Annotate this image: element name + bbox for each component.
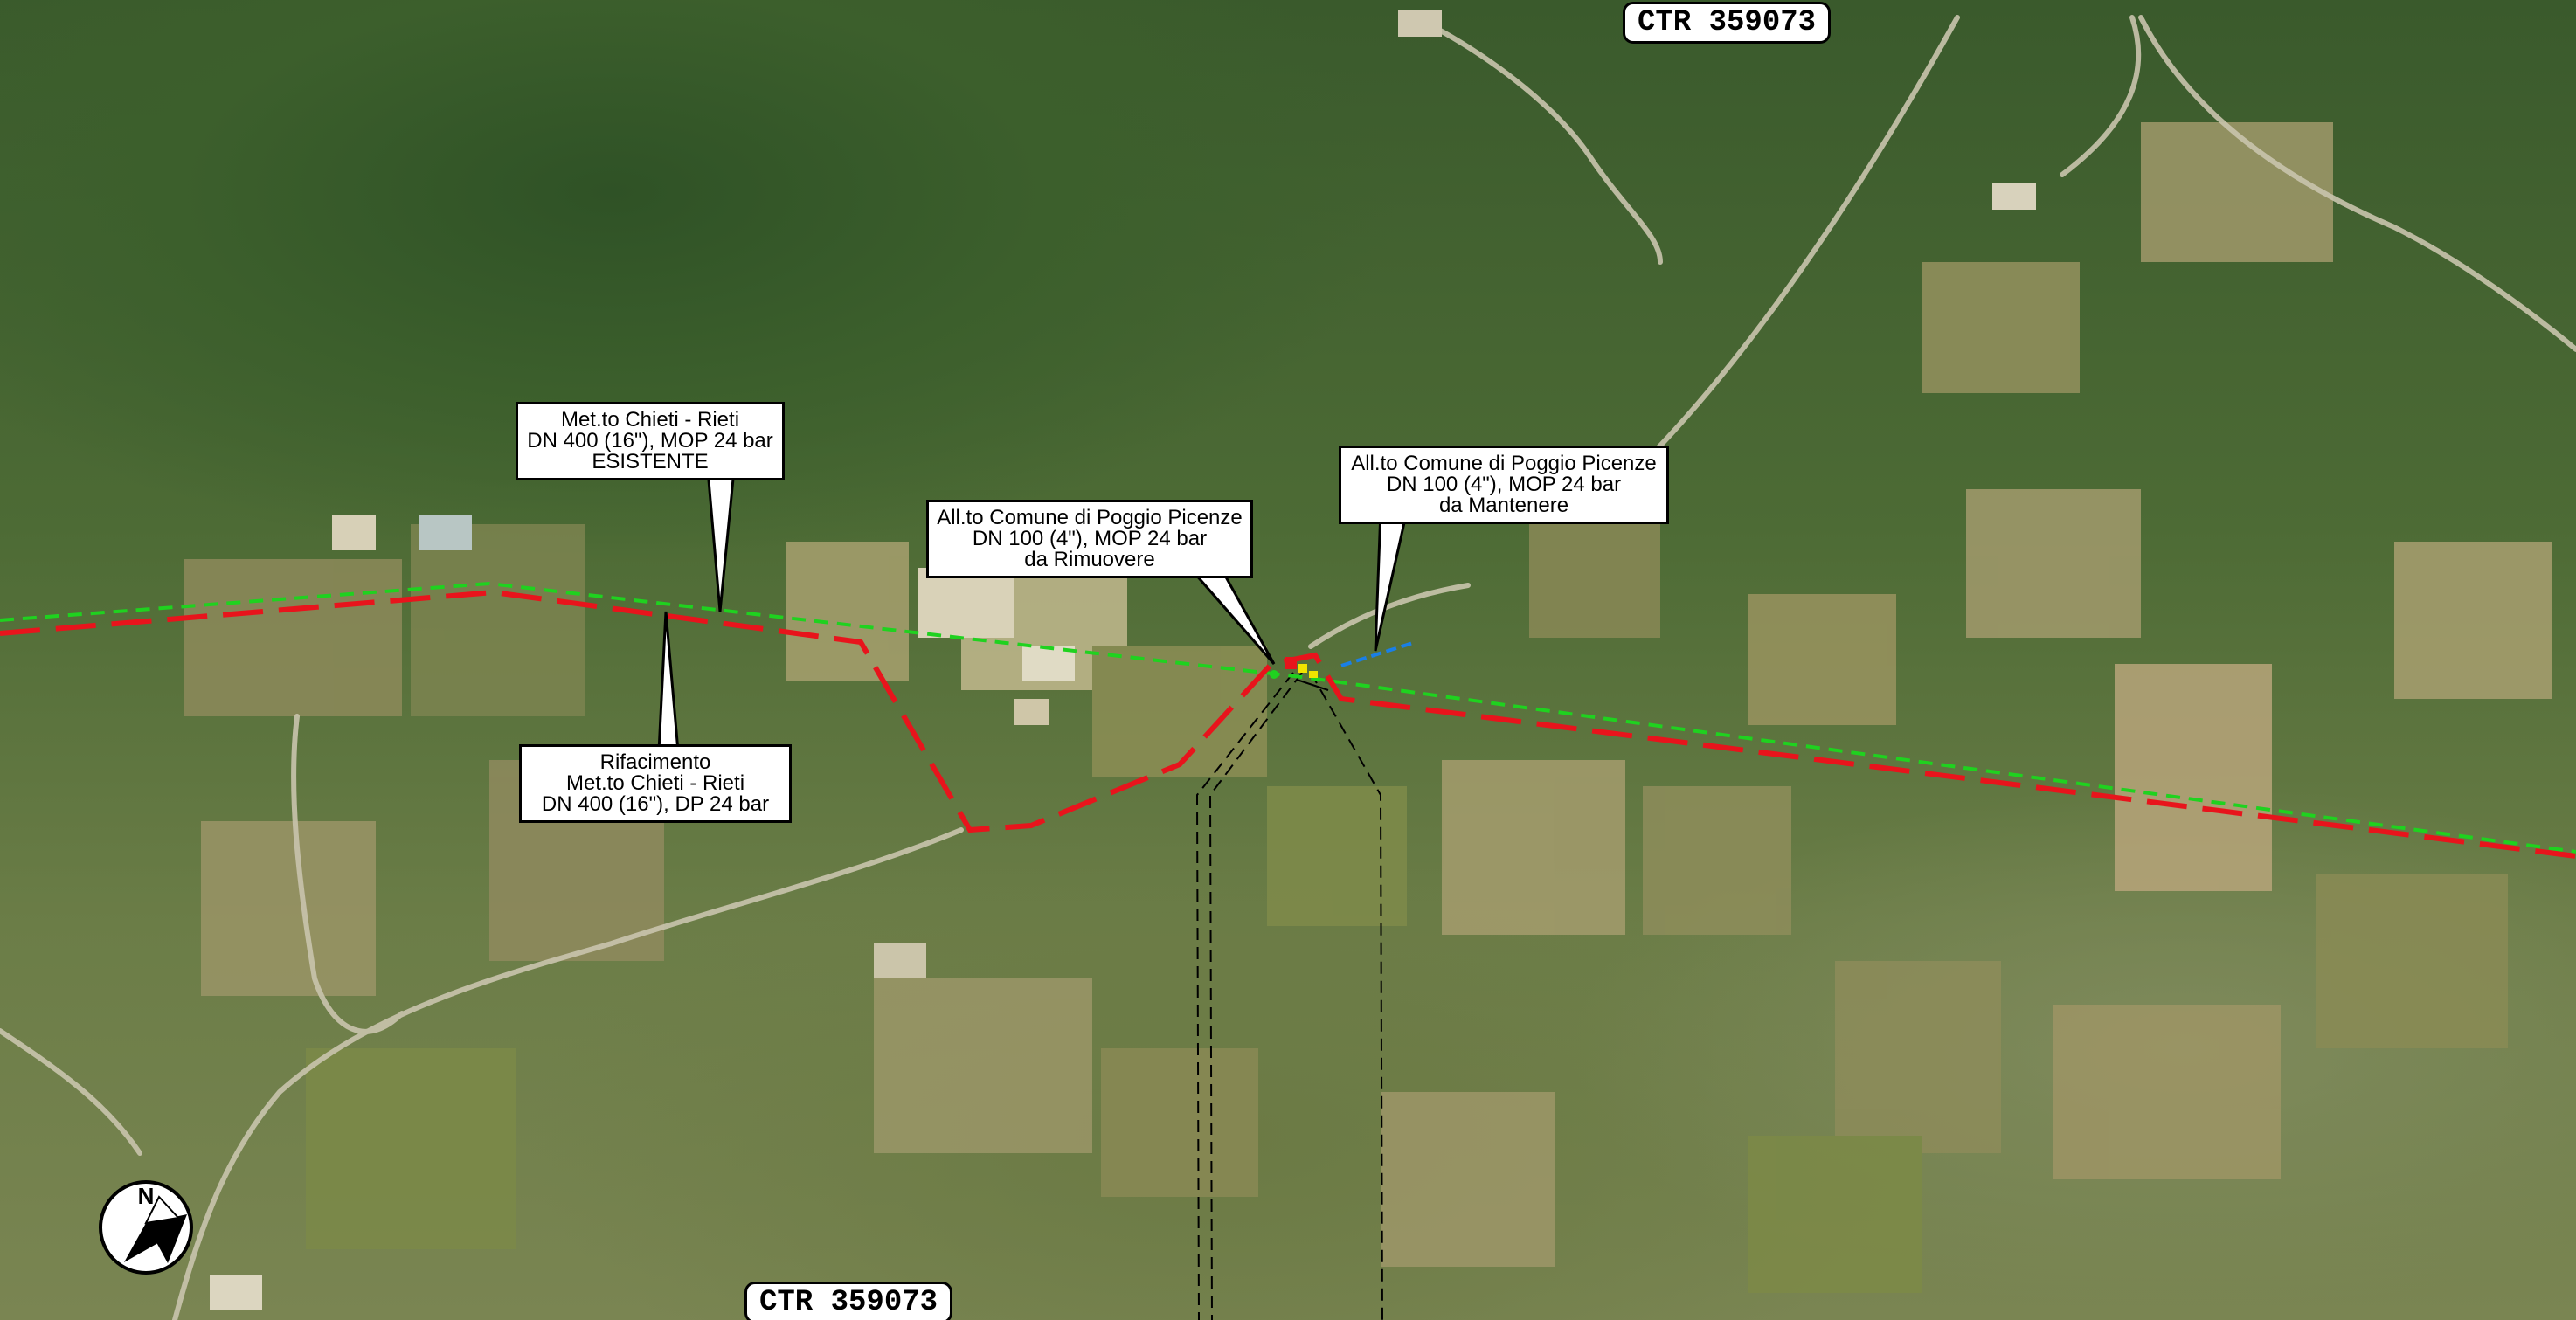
callout-line: DN 100 (4"), MOP 24 bar — [972, 527, 1208, 550]
callout-line: da Mantenere — [1438, 494, 1569, 517]
callout-line: DN 100 (4"), MOP 24 bar — [1386, 473, 1622, 496]
callout-branch-keep[interactable]: All.to Comune di Poggio Picenze DN 100 (… — [1339, 446, 1669, 524]
callout-rebuild-pipeline[interactable]: Rifacimento Met.to Chieti - Rieti DN 400… — [519, 744, 792, 823]
roads — [0, 15, 2576, 1320]
ctr-label-bottom: CTR 359073 — [744, 1282, 953, 1320]
branch-keep-line[interactable] — [1340, 640, 1416, 667]
callout-line: Met.to Chieti - Rieti — [560, 408, 740, 432]
callout-pointers — [657, 468, 1409, 753]
callout-line: DN 400 (16"), MOP 24 bar — [527, 429, 773, 453]
ctr-label-top: CTR 359073 — [1623, 2, 1832, 44]
callout-line: DN 400 (16"), DP 24 bar — [541, 792, 770, 816]
callout-line: Rifacimento — [599, 750, 711, 774]
callout-existing-pipeline[interactable]: Met.to Chieti - Rieti DN 400 (16"), MOP … — [516, 402, 785, 480]
callout-line: ESISTENTE — [592, 450, 709, 473]
callout-line: da Rimuovere — [1024, 548, 1155, 571]
callout-line: All.to Comune di Poggio Picenze — [1351, 452, 1657, 475]
field-patches — [184, 122, 2552, 1293]
buildings — [210, 10, 2036, 1310]
north-arrow-icon — [99, 1180, 193, 1275]
rebuild-pipeline-line[interactable] — [0, 589, 2576, 859]
connection-node[interactable] — [1270, 657, 1329, 691]
north-label: N — [137, 1183, 155, 1209]
leader-guides — [1195, 672, 1383, 1320]
existing-pipeline-line[interactable] — [0, 581, 2576, 854]
callout-line: Met.to Chieti - Rieti — [565, 771, 745, 795]
callout-line: All.to Comune di Poggio Picenze — [937, 506, 1243, 529]
callout-branch-remove[interactable]: All.to Comune di Poggio Picenze DN 100 (… — [926, 500, 1253, 578]
